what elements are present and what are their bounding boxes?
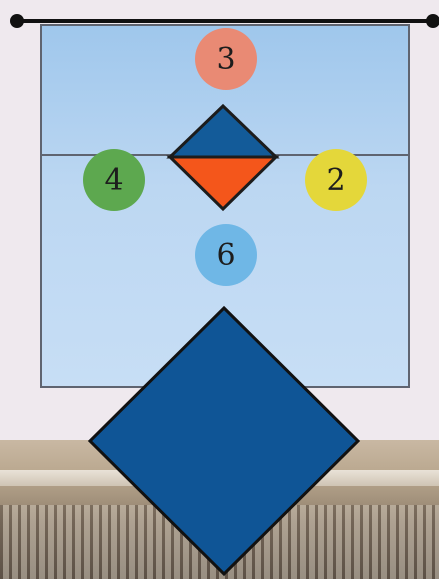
setter-marker-bottom bbox=[170, 157, 276, 209]
player-4: 4 bbox=[83, 149, 145, 211]
player-6-number: 6 bbox=[216, 238, 235, 273]
large-diamond-marker bbox=[90, 308, 358, 574]
player-4-number: 4 bbox=[104, 163, 123, 198]
player-6: 6 bbox=[195, 224, 257, 286]
player-2: 2 bbox=[305, 149, 367, 211]
player-3: 3 bbox=[195, 28, 257, 90]
setter-marker-top bbox=[170, 106, 276, 157]
player-3-number: 3 bbox=[216, 42, 235, 77]
player-2-number: 2 bbox=[326, 163, 345, 198]
